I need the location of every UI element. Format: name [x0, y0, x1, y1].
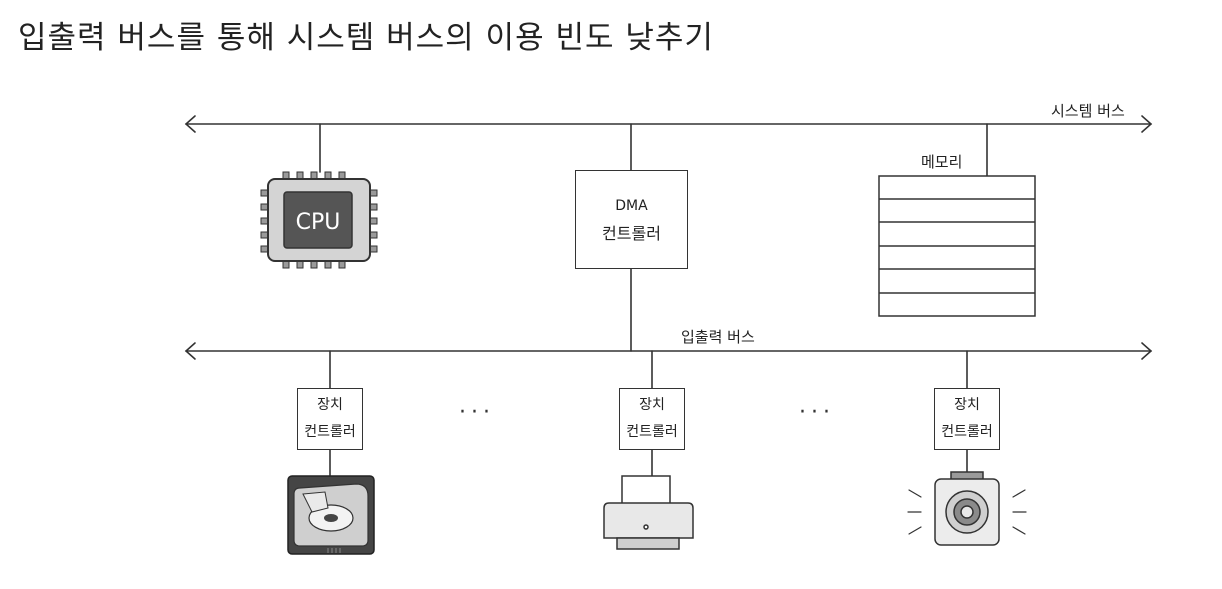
device-controller-box-3: 장치 컨트롤러 [934, 388, 1000, 450]
cpu-icon: CPU [260, 171, 378, 269]
dma-label-line2: 컨트롤러 [602, 223, 661, 243]
device-controller-box-2: 장치 컨트롤러 [619, 388, 685, 450]
io-bus-label: 입출력 버스 [681, 328, 755, 346]
device-controller-label-line1: 장치 [954, 397, 980, 413]
cpu-label: CPU [296, 210, 341, 235]
speaker-icon [907, 471, 1027, 546]
ellipsis-1: ··· [459, 400, 495, 425]
device-controller-label-line1: 장치 [317, 397, 343, 413]
dma-label-line1: DMA [615, 197, 648, 214]
ellipsis-2: ··· [799, 400, 835, 425]
device-controller-label-line1: 장치 [639, 397, 665, 413]
printer-icon [603, 475, 694, 550]
memory-icon [878, 175, 1036, 317]
hard-disk-icon [287, 475, 375, 555]
memory-label: 메모리 [921, 153, 963, 171]
system-bus-label: 시스템 버스 [1051, 102, 1125, 120]
system-bus-line [184, 115, 1153, 133]
device-controller-label-line2: 컨트롤러 [626, 424, 678, 440]
page-title: 입출력 버스를 통해 시스템 버스의 이용 빈도 낮추기 [18, 20, 714, 56]
dma-controller-box: DMA 컨트롤러 [575, 170, 688, 269]
device-controller-label-line2: 컨트롤러 [941, 424, 993, 440]
device-controller-label-line2: 컨트롤러 [304, 424, 356, 440]
device-controller-box-1: 장치 컨트롤러 [297, 388, 363, 450]
io-bus-line [184, 342, 1153, 360]
